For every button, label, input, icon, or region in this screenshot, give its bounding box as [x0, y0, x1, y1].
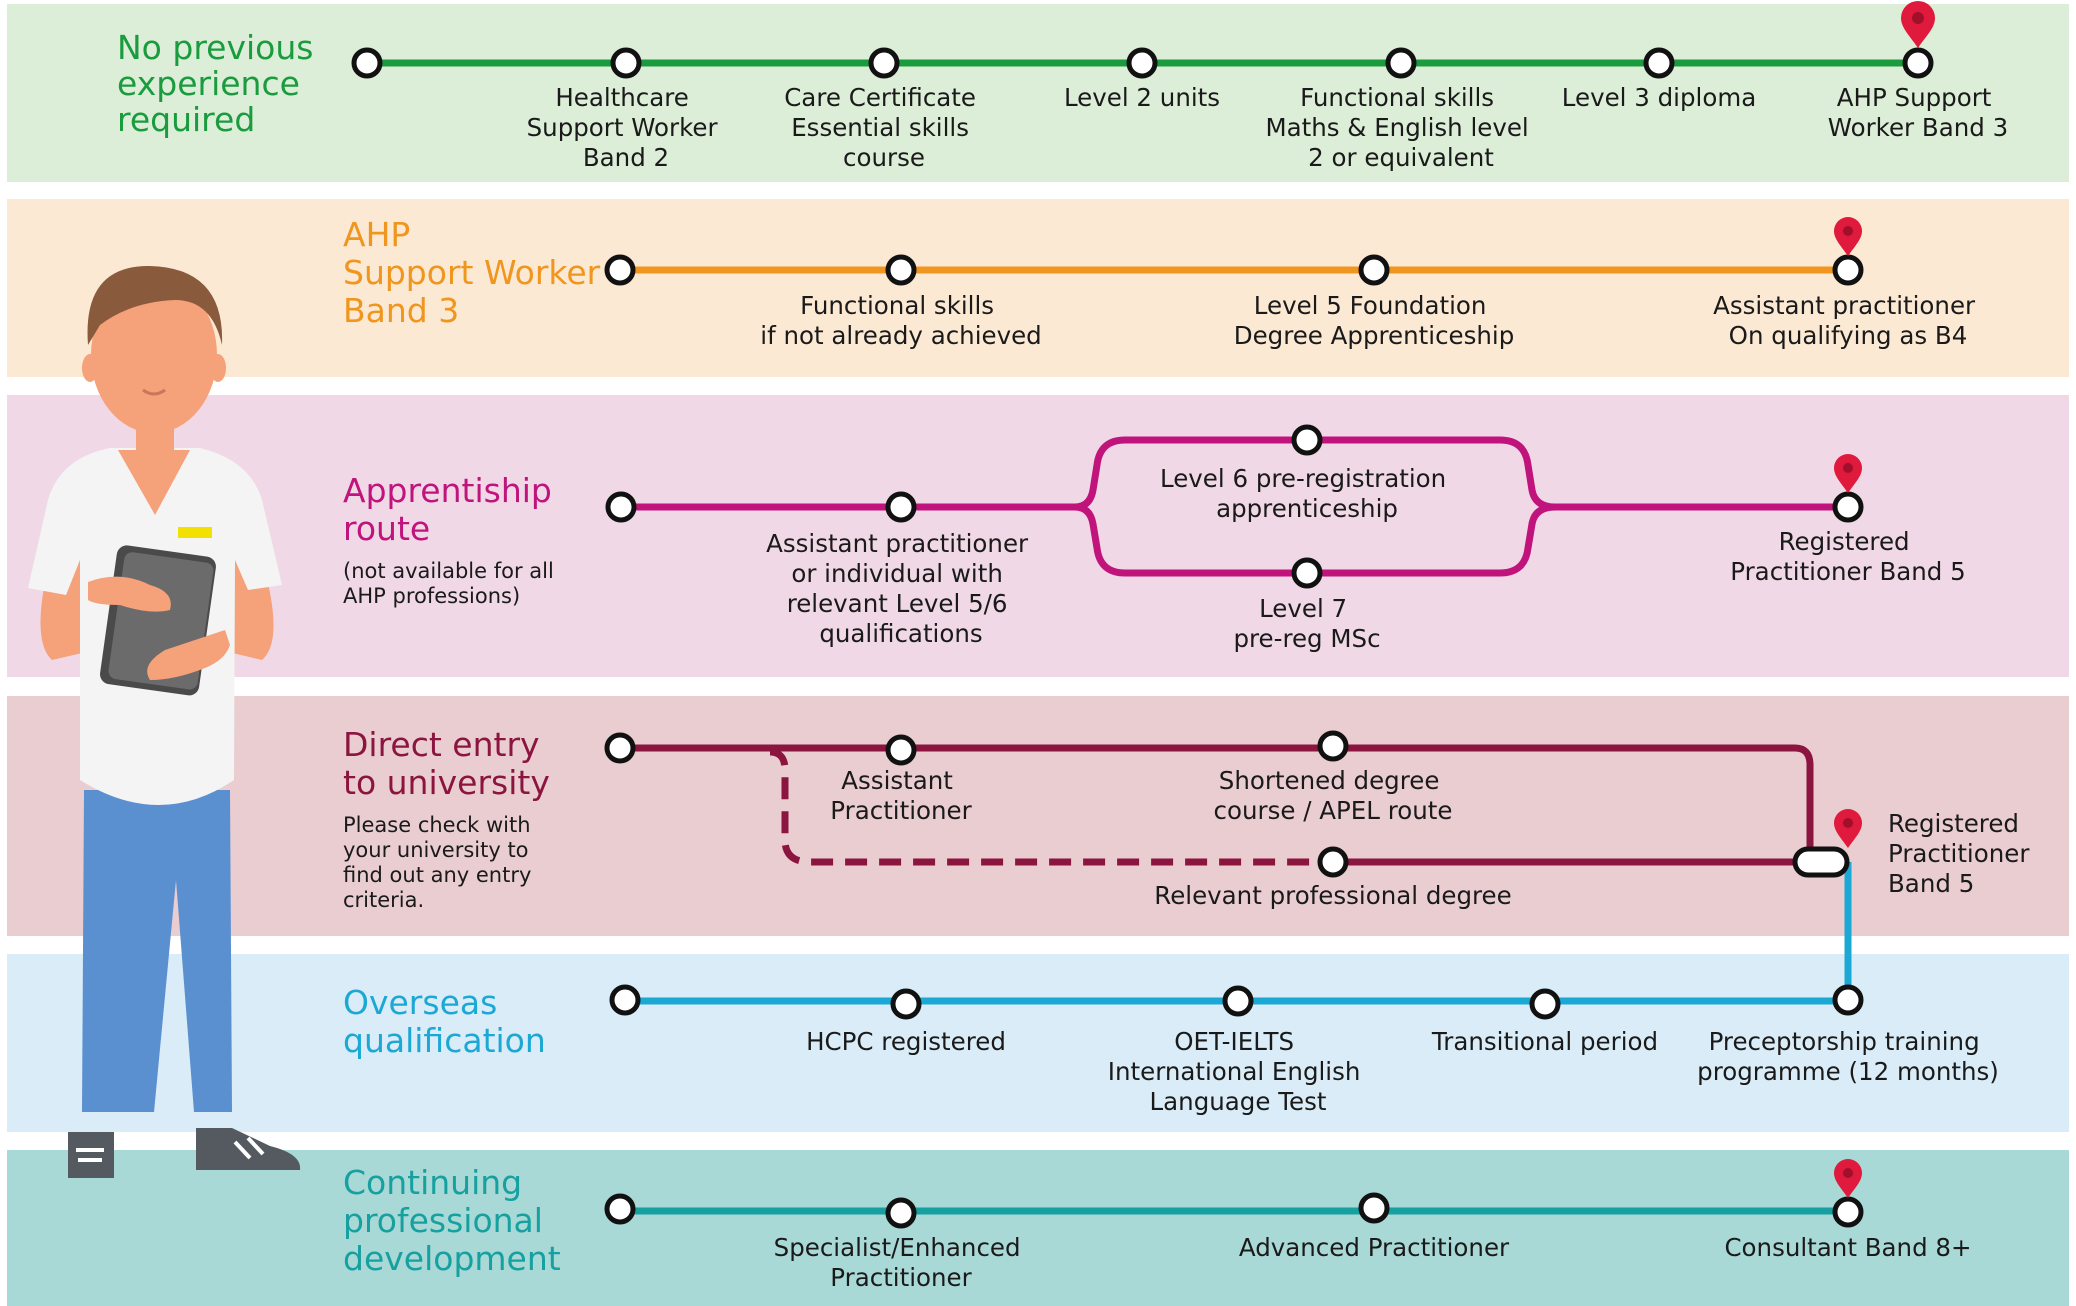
shoe-left-icon [68, 1132, 114, 1178]
stop-label: Registered Practitioner Band 5 [1888, 809, 2037, 898]
stop-label: Level 3 diploma [1562, 83, 1756, 112]
stop-node [605, 491, 637, 523]
stops-no-prev [351, 47, 1934, 79]
stops-apprenticeship [605, 424, 1864, 589]
head-icon [91, 277, 217, 433]
stops-overseas [609, 984, 1864, 1020]
lane-title-no-prev: No previous experience required [117, 28, 324, 139]
stop-node [890, 988, 922, 1020]
stop-label: Care Certificate Essential skills course [784, 83, 984, 172]
location-pin-icon [1834, 809, 1862, 848]
stop-node [1832, 1196, 1864, 1228]
location-pin-icon [1901, 1, 1935, 48]
stop-label: Healthcare Support Worker Band 2 [527, 83, 726, 172]
stop-node [351, 47, 383, 79]
trousers-icon [82, 790, 232, 1112]
stop-node [885, 1197, 917, 1229]
location-pin-icon [1834, 217, 1862, 256]
lane-note-apprenticeship: (not available for all AHP professions) [343, 559, 561, 608]
stop-node [1529, 988, 1561, 1020]
stop-node [604, 1193, 636, 1225]
stop-label: Level 2 units [1064, 83, 1220, 112]
stop-node [604, 254, 636, 286]
lane-bg-cpd [7, 1150, 2069, 1306]
stop-node [1358, 254, 1390, 286]
stop-node [1291, 424, 1323, 456]
lane-bg-direct-entry [7, 696, 2069, 936]
stop-label: Assistant practitioner On qualifying as … [1713, 291, 1983, 350]
stop-node [610, 47, 642, 79]
stop-label: Transitional period [1431, 1027, 1658, 1056]
stop-label: Specialist/Enhanced Practitioner [774, 1233, 1029, 1292]
stop-label: AHP Support Worker Band 3 [1828, 83, 2008, 142]
stop-node [1902, 47, 1934, 79]
stop-label: Consultant Band 8+ [1724, 1233, 1971, 1262]
location-pin-icon [1834, 454, 1862, 493]
name-badge-icon [178, 527, 212, 538]
stop-label: Relevant professional degree [1154, 881, 1511, 910]
stops-direct-entry [604, 730, 1850, 878]
stop-label: Registered Practitioner Band 5 [1730, 527, 1965, 586]
stop-label: HCPC registered [806, 1027, 1006, 1056]
stops-ahp-support [604, 254, 1864, 286]
stop-node [1358, 1192, 1390, 1224]
stop-label: Functional skills Maths & English level … [1265, 83, 1536, 172]
practitioner-figure-icon [28, 265, 301, 1178]
lane-bg-no-prev [7, 4, 2069, 182]
stop-node [1317, 730, 1349, 762]
location-pin-icon [1834, 1159, 1862, 1198]
stop-node [609, 984, 641, 1016]
stop-node [1126, 47, 1158, 79]
stop-node [1385, 47, 1417, 79]
stop-label: Shortened degree course / APEL route [1214, 766, 1453, 825]
stop-label: Level 6 pre-registration apprenticeship [1160, 464, 1454, 523]
shoe-right-icon [196, 1128, 301, 1170]
stop-label: Assistant practitioner or individual wit… [766, 529, 1036, 648]
stop-node [885, 491, 917, 523]
lane-title-overseas: Overseas qualification [343, 983, 546, 1060]
lane-title-cpd: Continuing professional development [343, 1163, 561, 1278]
lane-bg-apprenticeship [7, 395, 2069, 677]
stop-node [1832, 491, 1864, 523]
lane-title-ahp-support: AHP Support Worker Band 3 [343, 215, 611, 330]
interchange-node [1792, 846, 1850, 878]
stop-node [1291, 557, 1323, 589]
stop-node [885, 254, 917, 286]
lane-bg-overseas [7, 954, 2069, 1132]
stop-label: Functional skills if not already achieve… [760, 291, 1041, 350]
lane-title-apprenticeship: Apprentiship route [343, 471, 562, 548]
lane-note-direct-entry: Please check with your university to fin… [343, 813, 538, 912]
stop-label: Assistant Practitioner [830, 766, 972, 825]
stop-node [1643, 47, 1675, 79]
stop-label: OET-IELTS International English Language… [1108, 1027, 1368, 1116]
route-line-direct-entry-dashed [769, 748, 1333, 866]
stop-node [1222, 985, 1254, 1017]
stop-node [1317, 846, 1349, 878]
stops-cpd [604, 1192, 1864, 1229]
lane-title-direct-entry: Direct entry to university [343, 725, 550, 802]
stop-node [1832, 984, 1864, 1016]
stop-node [604, 732, 636, 764]
hair-icon [87, 265, 223, 345]
stop-label: Advanced Practitioner [1239, 1233, 1510, 1262]
lane-bg-ahp-support [7, 199, 2069, 377]
stop-node [868, 47, 900, 79]
stop-node [1832, 254, 1864, 286]
stop-label: Level 5 Foundation Degree Apprenticeship [1234, 291, 1515, 350]
stop-label: Preceptorship training programme (12 mon… [1697, 1027, 1999, 1086]
stop-label: Level 7 pre-reg MSc [1233, 594, 1380, 653]
stop-node [885, 734, 917, 766]
route-line-direct-entry [620, 744, 1814, 862]
